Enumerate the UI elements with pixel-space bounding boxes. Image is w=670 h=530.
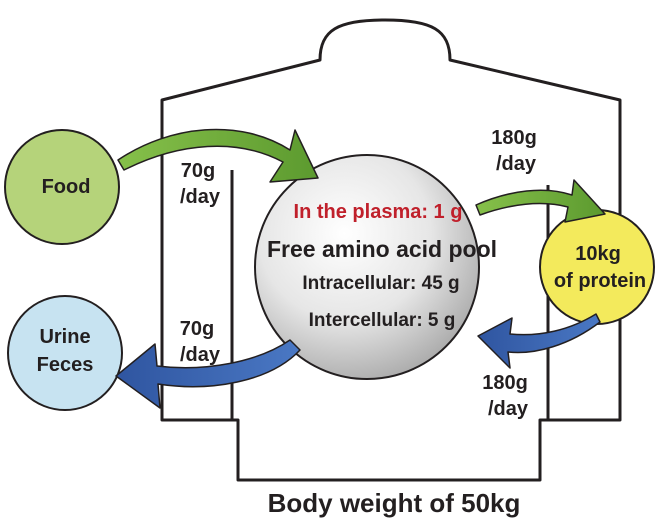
protein-label-amount: 10kg bbox=[575, 243, 621, 265]
breakdown-rate-unit: /day bbox=[487, 398, 529, 420]
body-weight-caption: Body weight of 50kg bbox=[267, 488, 521, 518]
synthesis-rate-unit: /day bbox=[495, 153, 537, 175]
food-label: Food bbox=[41, 176, 91, 198]
excretion-label-urine: Urine bbox=[39, 326, 91, 348]
plasma-amount-label: In the plasma: 1 g bbox=[293, 201, 463, 223]
body-silhouette bbox=[160, 18, 622, 482]
excretion-rate-unit: /day bbox=[179, 344, 221, 366]
breakdown-arrow bbox=[477, 313, 601, 369]
intracellular-amount-label: Intracellular: 45 g bbox=[302, 273, 460, 294]
excretion-node bbox=[7, 295, 123, 411]
protein-label-text: of protein bbox=[553, 270, 647, 292]
intercellular-amount-label: Intercellular: 5 g bbox=[308, 310, 456, 331]
intake-rate-amount: 70g bbox=[180, 160, 216, 182]
synthesis-arrow bbox=[475, 179, 606, 223]
protein-node bbox=[539, 209, 655, 325]
food-node bbox=[4, 129, 120, 245]
excretion-arrow bbox=[115, 339, 301, 409]
intake-rate-unit: /day bbox=[179, 186, 221, 208]
intake-arrow bbox=[117, 128, 319, 183]
breakdown-rate-amount: 180g bbox=[482, 372, 528, 394]
free-amino-acid-pool-circle bbox=[254, 154, 480, 380]
pool-title: Free amino acid pool bbox=[266, 236, 498, 262]
synthesis-rate-amount: 180g bbox=[491, 127, 537, 149]
excretion-label-feces: Feces bbox=[36, 354, 94, 376]
excretion-rate-amount: 70g bbox=[179, 318, 215, 340]
